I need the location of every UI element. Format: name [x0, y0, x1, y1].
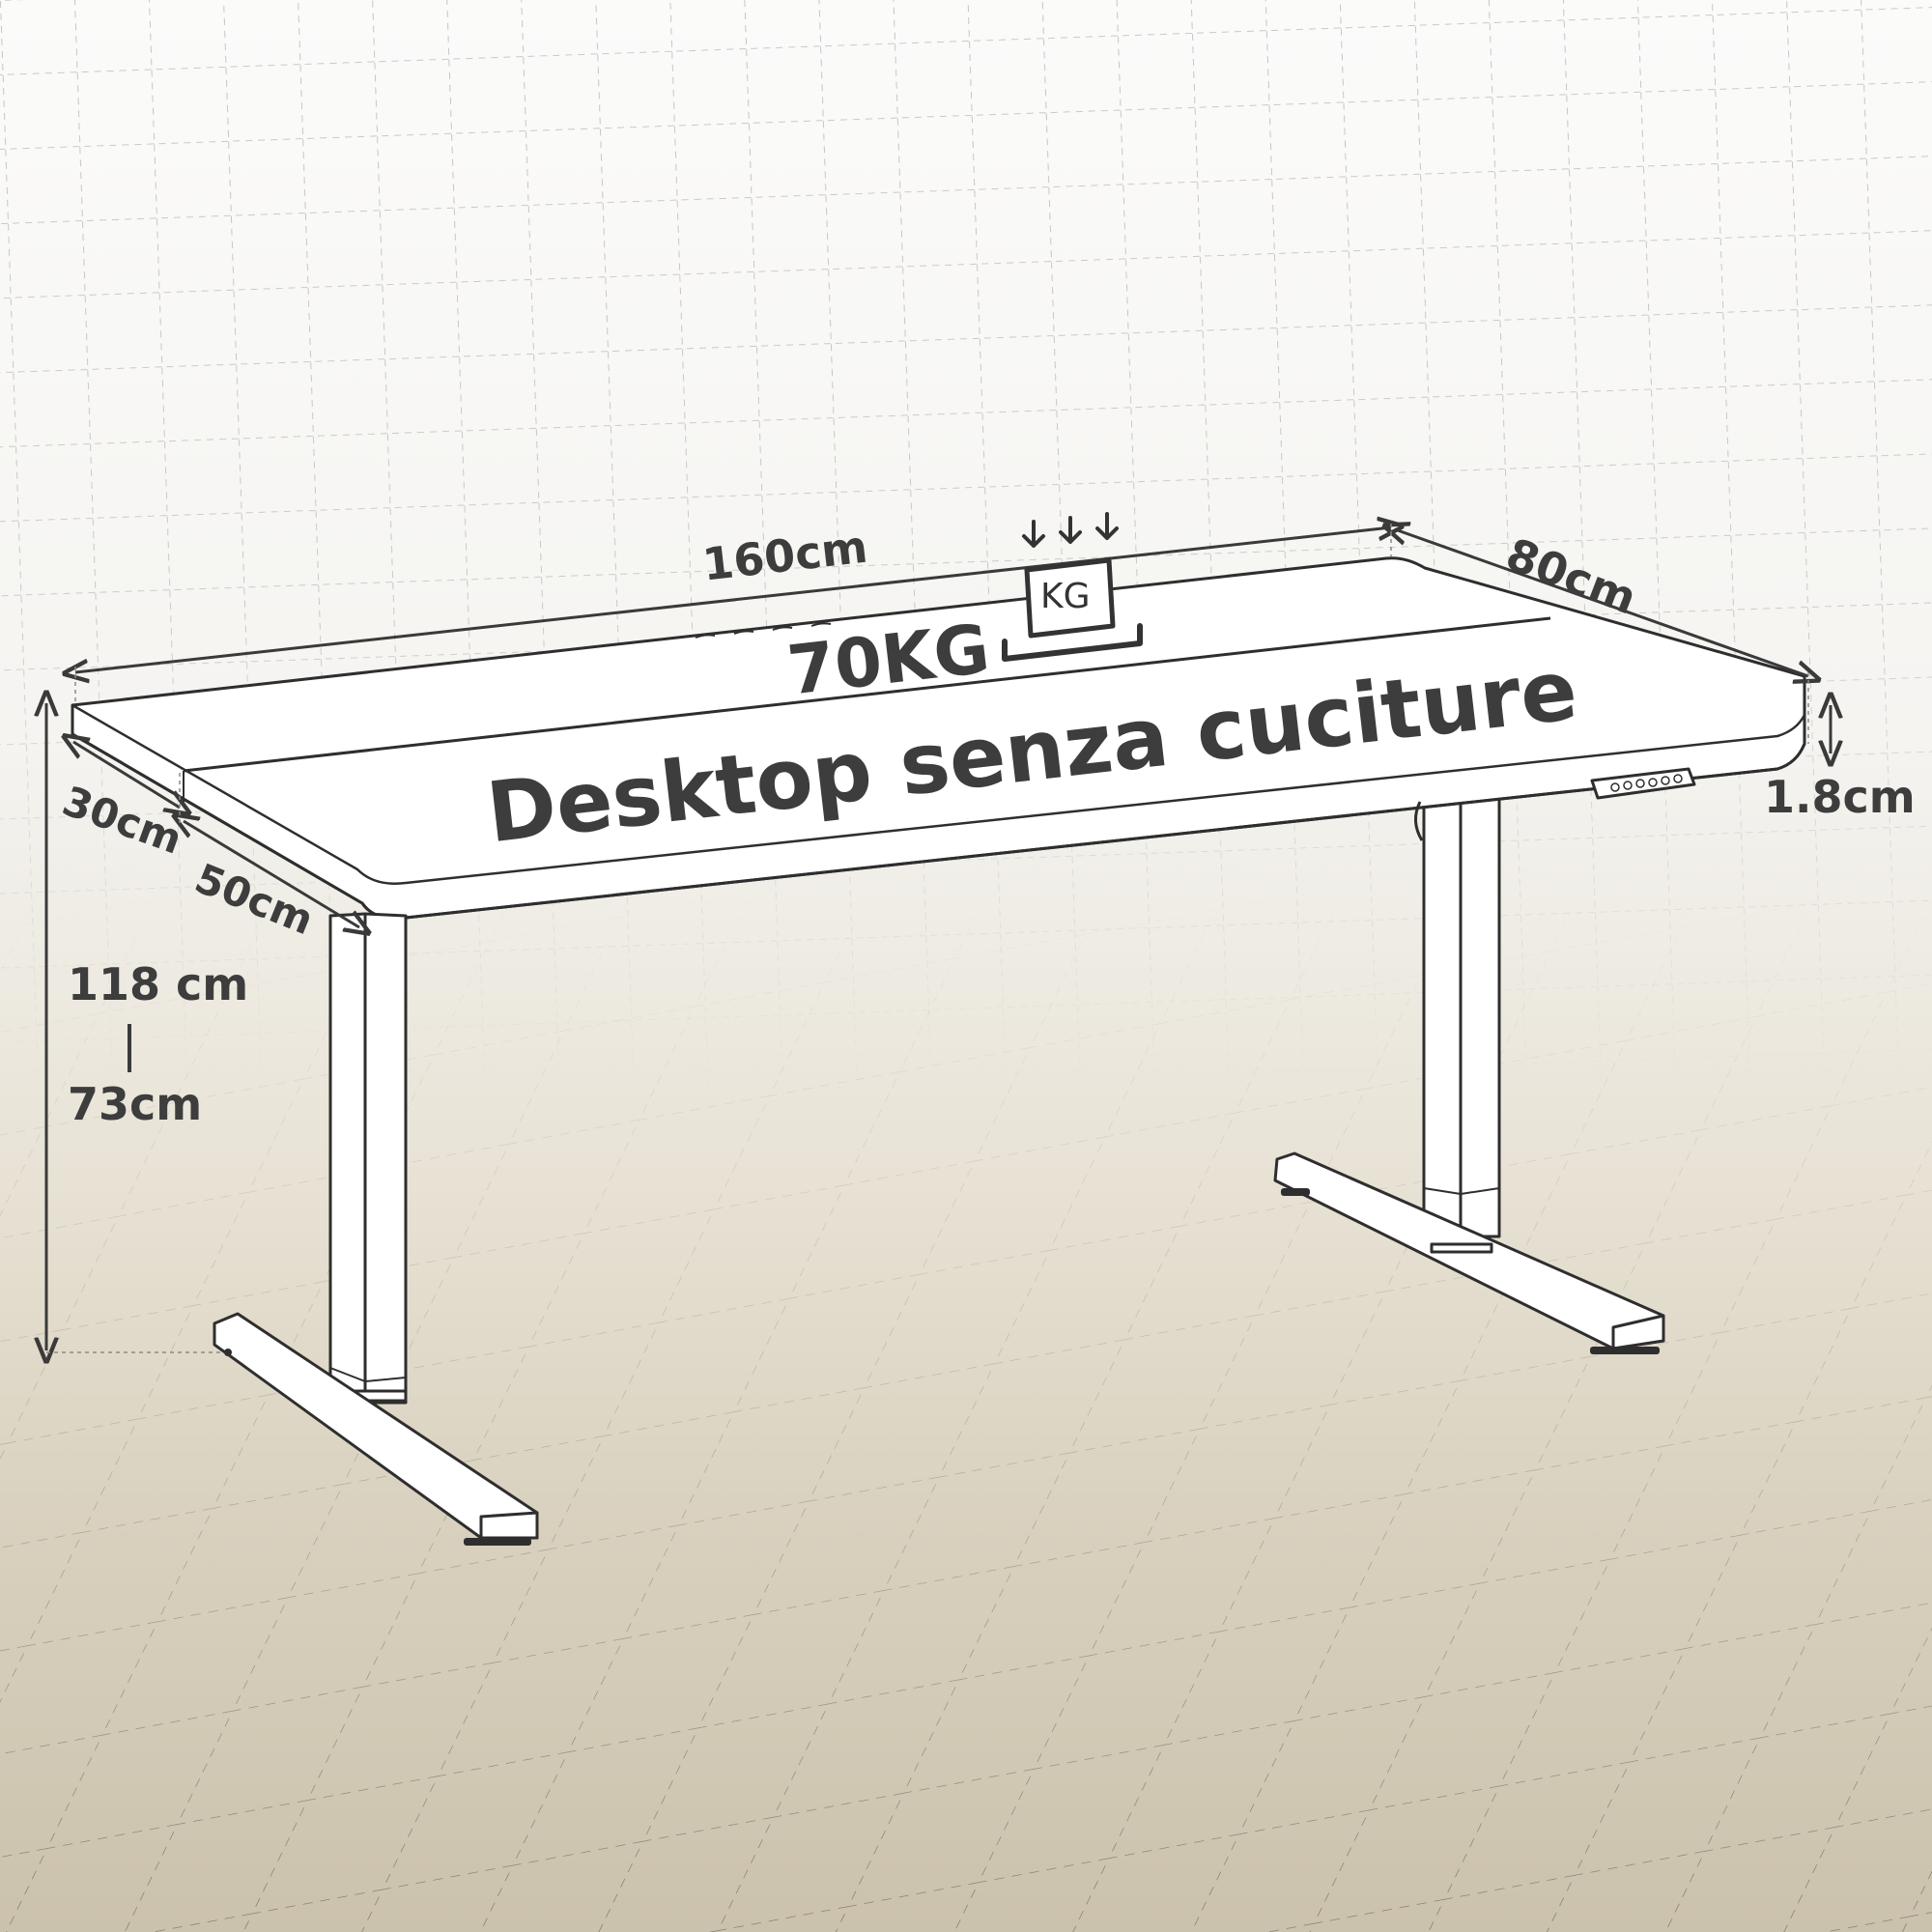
cable-clip: [1414, 801, 1424, 841]
weight-icon-label: KG: [1040, 577, 1091, 616]
thickness-label: 1.8cm: [1764, 771, 1916, 823]
depth-dimension-line: [1395, 529, 1808, 676]
inset-front-dimension-line: [184, 821, 359, 927]
control-panel: [1590, 767, 1696, 800]
right-leg: [1273, 782, 1665, 1350]
load-capacity-label: 70KG: [783, 609, 994, 711]
height-max-label: 118 cm: [68, 958, 249, 1010]
left-leg: [213, 912, 539, 1540]
height-min-label: 73cm: [68, 1078, 203, 1130]
inset-side-dimension-line: [73, 742, 180, 808]
weight-load-icon: [1002, 512, 1143, 662]
width-dimension-line: [75, 527, 1391, 672]
